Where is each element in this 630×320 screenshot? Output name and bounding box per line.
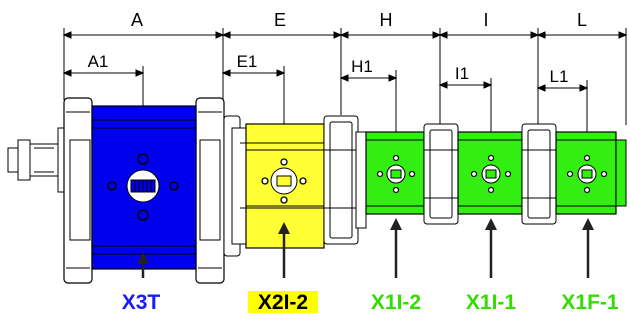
drive-shaft: [7, 139, 59, 181]
dim-label-i1: I1: [455, 64, 469, 83]
section-x3t: [57, 97, 225, 284]
dim-label-a: A: [131, 10, 143, 30]
section-x1f-1: [555, 131, 627, 215]
label-x1f-1: X1F-1: [561, 291, 619, 314]
section-x1i-1: [457, 131, 523, 215]
dim-label-e: E: [274, 10, 286, 30]
coupling-4: [521, 123, 557, 225]
coupling-1: [223, 115, 247, 257]
label-x3t: X3T: [122, 291, 161, 314]
label-x2i-2: X2I-2: [258, 291, 308, 314]
section-x1i-2: [365, 131, 425, 215]
arrow-x1i-2: [390, 218, 402, 230]
label-x2i-2-highlight: [248, 291, 318, 313]
dim-label-i: I: [483, 10, 488, 30]
label-x1i-2: X1I-2: [371, 291, 421, 314]
dim-label-l: L: [577, 10, 587, 30]
label-x1i-1: X1I-1: [466, 291, 517, 314]
arrow-x1i-1: [485, 218, 497, 230]
arrow-x1f-1: [582, 218, 594, 230]
coupling-2: [323, 115, 367, 245]
dim-label-a1: A1: [88, 52, 109, 71]
arrow-x3t: [137, 252, 149, 264]
dim-label-l1: L1: [550, 67, 569, 86]
dim-label-h1: H1: [351, 57, 373, 76]
coupling-3: [423, 123, 459, 225]
dim-label-e1: E1: [237, 52, 258, 71]
dim-label-h: H: [380, 10, 393, 30]
pointer-arrows: [137, 218, 594, 278]
arrow-x2i-2: [278, 222, 290, 234]
